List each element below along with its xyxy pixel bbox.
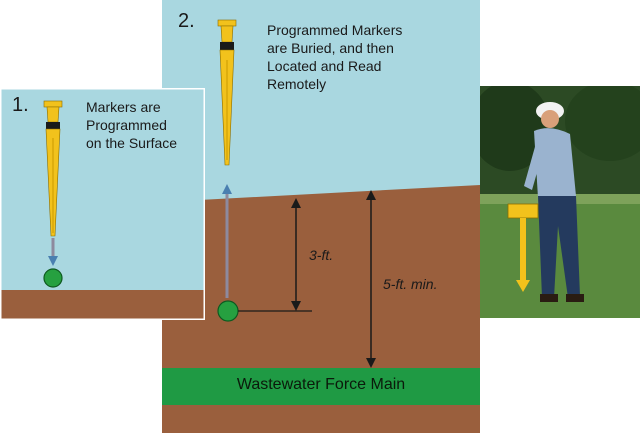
- arrow-head-down-icon: [48, 256, 58, 266]
- caption-line: are Buried, and then: [267, 40, 394, 56]
- caption-line: Programmed: [86, 117, 167, 133]
- worker-figure: [524, 102, 584, 302]
- panel2-scene: [162, 0, 480, 433]
- panel-buried-markers: 2. Programmed Markers are Buried, and th…: [162, 0, 480, 433]
- marker-icon: [43, 100, 63, 237]
- pipe-label: Wastewater Force Main: [236, 376, 406, 393]
- caption-line: on the Surface: [86, 135, 178, 151]
- depth-5ft-arrow: [366, 190, 376, 368]
- step-1-number: 1.: [12, 94, 29, 116]
- worker-locator-photo: [480, 86, 640, 318]
- caption-line: Markers are: [86, 99, 161, 115]
- photo-illustration: [480, 86, 640, 318]
- panel-programming: 1. Markers are Programmed on the Surface: [0, 88, 205, 320]
- caption-line: Programmed Markers: [267, 22, 403, 38]
- depth-3ft-label: 3-ft.: [309, 247, 334, 263]
- caption-line: Located and Read: [267, 58, 382, 74]
- depth-3ft-arrow: [291, 198, 301, 311]
- caption-line: Remotely: [267, 76, 327, 92]
- locator-device-icon: [507, 203, 539, 292]
- panel2-caption: Programmed Markers are Buried, and then …: [267, 21, 467, 93]
- marker-ball-icon: [43, 268, 63, 288]
- marker-icon: [217, 19, 237, 166]
- soil-area: [0, 290, 205, 320]
- panel1-caption: Markers are Programmed on the Surface: [86, 98, 201, 152]
- step-2-number: 2.: [178, 10, 195, 32]
- sky-area: [0, 88, 205, 320]
- panel1-scene: [0, 88, 205, 320]
- depth-5ft-label: 5-ft. min.: [383, 276, 438, 292]
- buried-marker-ball-icon: [217, 300, 239, 322]
- arrow-head-up-icon: [222, 184, 232, 194]
- force-main-pipe: [162, 368, 480, 405]
